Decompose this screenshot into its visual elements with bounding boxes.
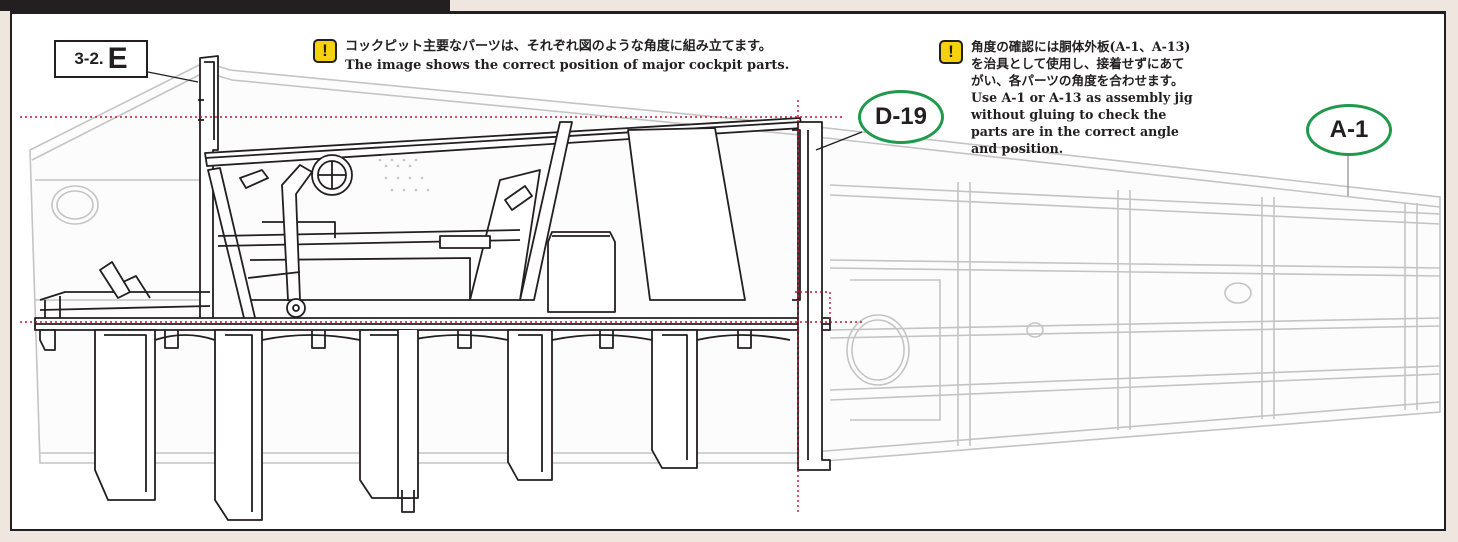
alignment-guide-lines	[20, 100, 865, 512]
note-text: 角度の確認には胴体外板(A-1、A-13) を治具として使用し、接着せずにあて …	[971, 38, 1301, 157]
note-line-jp: コックピット主要なパーツは、それぞれ図のような角度に組み立てます。	[345, 39, 772, 54]
cockpit-frame-assembly	[34, 55, 831, 521]
step-leader-line	[147, 71, 199, 83]
note-line: without gluing to check the	[971, 107, 1167, 122]
note-line: Use A-1 or A-13 as assembly jig	[971, 90, 1193, 105]
note-text: コックピット主要なパーツは、それぞれ図のような角度に組み立てます。 The im…	[345, 37, 789, 75]
d19-leader-line	[815, 131, 863, 151]
cockpit-position-note: ! コックピット主要なパーツは、それぞれ図のような角度に組み立てます。 The …	[313, 37, 789, 75]
exclamation-icon: !	[939, 40, 963, 64]
note-line: 角度の確認には胴体外板(A-1、A-13)	[971, 39, 1191, 54]
note-line: parts are in the correct angle	[971, 124, 1179, 139]
part-callout-a1: A-1	[1306, 104, 1392, 156]
note-line: を治具として使用し、接着せずにあて	[971, 56, 1185, 71]
jig-usage-note: ! 角度の確認には胴体外板(A-1、A-13) を治具として使用し、接着せずにあ…	[939, 38, 1301, 157]
step-letter: E	[107, 42, 128, 75]
note-line: and position.	[971, 141, 1064, 156]
header-bar	[0, 0, 450, 11]
part-callout-d19: D-19	[858, 90, 944, 144]
step-label: 3-2. E	[54, 40, 148, 78]
step-number: 3-2.	[74, 49, 104, 68]
exclamation-icon: !	[313, 39, 337, 63]
note-line-en: The image shows the correct position of …	[345, 58, 790, 73]
note-line: がい、各パーツの角度を合わせます。	[971, 73, 1184, 88]
